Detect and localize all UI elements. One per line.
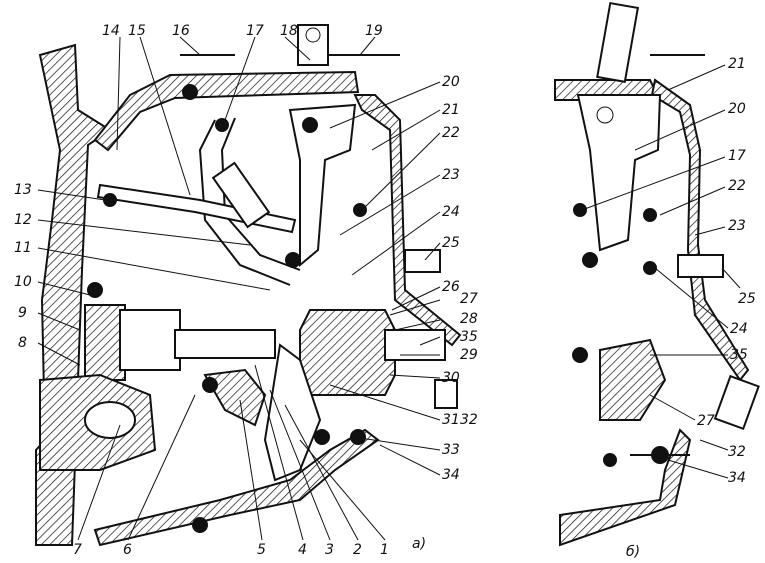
bolts-view-a <box>87 84 367 533</box>
callout-6: 6 <box>123 542 132 558</box>
callout-b-27: 27 <box>697 413 715 429</box>
callout-1: 1 <box>380 542 389 558</box>
callout-b-22: 22 <box>728 178 746 194</box>
callout-35: 35 <box>460 329 478 345</box>
callout-12: 12 <box>14 212 32 228</box>
callout-b-23: 23 <box>728 218 746 234</box>
callout-27: 27 <box>460 291 478 307</box>
callout-3: 3 <box>325 542 334 558</box>
callout-b-21: 21 <box>728 56 746 72</box>
callout-28: 28 <box>460 311 478 327</box>
callout-b-35: 35 <box>730 347 748 363</box>
callout-33: 33 <box>442 442 460 458</box>
callout-b-25: 25 <box>738 291 756 307</box>
callout-9: 9 <box>18 305 27 321</box>
callout-18: 18 <box>280 23 298 39</box>
callout-11: 11 <box>14 240 32 256</box>
callout-19: 19 <box>365 23 383 39</box>
callout-b-24: 24 <box>730 321 748 337</box>
callout-30: 30 <box>442 370 460 386</box>
callout-29: 29 <box>460 347 478 363</box>
callout-34: 34 <box>442 467 460 483</box>
caption-view-b: б) <box>626 544 640 560</box>
callout-14: 14 <box>102 23 120 39</box>
callout-b-32: 32 <box>728 444 746 460</box>
callout-26: 26 <box>442 279 460 295</box>
callout-16: 16 <box>172 23 190 39</box>
caption-view-a: а) <box>412 536 426 552</box>
view-a-drawing <box>35 24 462 547</box>
callout-24: 24 <box>442 204 460 220</box>
callout-13: 13 <box>14 182 32 198</box>
callout-b-17: 17 <box>728 148 746 164</box>
callout-15: 15 <box>128 23 146 39</box>
callout-32: 32 <box>460 412 478 428</box>
callout-b-20: 20 <box>728 101 746 117</box>
callout-5: 5 <box>257 542 266 558</box>
callout-25: 25 <box>442 235 460 251</box>
callout-8: 8 <box>18 335 27 351</box>
callout-7: 7 <box>73 542 82 558</box>
callout-22: 22 <box>442 125 460 141</box>
callout-20: 20 <box>442 74 460 90</box>
callouts-view-a: 14 15 16 17 18 19 20 21 22 23 24 25 26 2… <box>14 23 478 558</box>
callout-17: 17 <box>246 23 264 39</box>
view-b-drawing <box>554 1 760 547</box>
callout-23: 23 <box>442 167 460 183</box>
callout-4: 4 <box>298 542 307 558</box>
callouts-view-b: 21 20 17 22 23 25 24 35 27 32 34 б) <box>581 56 756 560</box>
callout-b-34: 34 <box>728 470 746 486</box>
bolts-view-b <box>572 203 669 467</box>
callout-2: 2 <box>353 542 362 558</box>
callout-31: 31 <box>442 412 460 428</box>
callout-21: 21 <box>442 102 460 118</box>
callout-10: 10 <box>14 274 32 290</box>
